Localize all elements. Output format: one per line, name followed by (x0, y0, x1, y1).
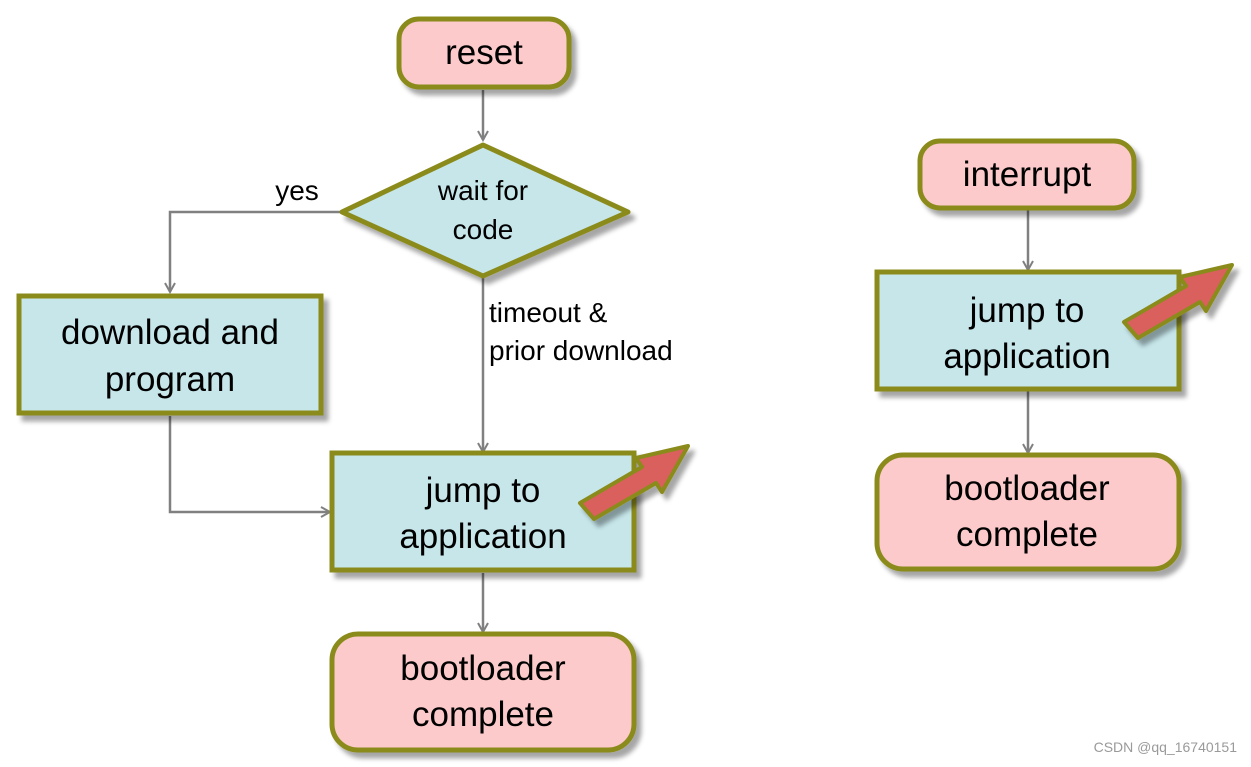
node-reset-label: reset (445, 33, 523, 72)
edge-wait-yes-to-download (170, 210, 342, 292)
node-jump2-label-line2: application (943, 337, 1110, 376)
node-complete-label-line1: bootloader (400, 649, 566, 688)
node-wait-for-code: wait for code (339, 142, 631, 279)
node-download-label-line2: program (105, 360, 235, 399)
arrow-up-right-icon (578, 444, 690, 521)
label-yes: yes (275, 175, 319, 206)
node-download-label-line1: download and (61, 313, 279, 352)
node-jump2-label-line1: jump to (969, 291, 1085, 330)
label-timeout-line1: timeout & (489, 297, 608, 328)
main-connectors (170, 90, 483, 632)
node-complete2-label-line2: complete (956, 515, 1098, 554)
label-timeout-line2: prior download (489, 335, 673, 366)
arrow-up-right-icon-2 (1122, 263, 1234, 340)
node-jump-to-application-2: jump to application (874, 269, 1182, 392)
node-reset: reset (396, 16, 572, 90)
node-bootloader-complete-2: bootloader complete (874, 452, 1182, 572)
node-complete2-label-line1: bootloader (944, 469, 1110, 508)
node-bootloader-complete: bootloader complete (329, 631, 637, 753)
node-interrupt-label: interrupt (963, 155, 1092, 194)
node-wait-label-line2: code (453, 214, 514, 245)
node-wait-label-line1: wait for (437, 175, 528, 206)
node-interrupt: interrupt (917, 138, 1137, 211)
edge-download-to-jump (168, 416, 330, 512)
watermark-text: CSDN @qq_16740151 (1093, 739, 1237, 755)
node-complete-label-line2: complete (412, 695, 554, 734)
node-jump-label-line2: application (399, 517, 566, 556)
node-jump-label-line1: jump to (425, 471, 541, 510)
node-download-and-program: download and program (16, 293, 324, 416)
node-jump-to-application: jump to application (329, 450, 637, 573)
